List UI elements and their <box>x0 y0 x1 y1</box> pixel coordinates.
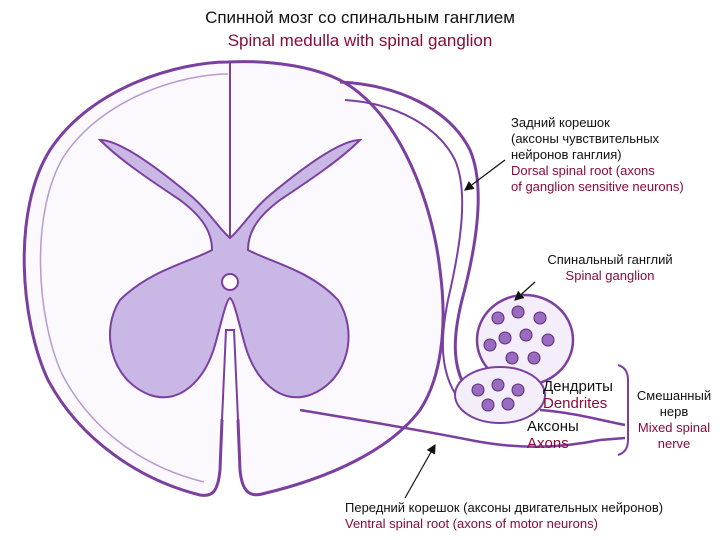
dorsal-root-label-en-1: Dorsal spinal root (axons <box>511 163 655 178</box>
mixed-nerve-label-ru-1: Смешанный <box>636 388 712 403</box>
anterior-fissure <box>221 329 239 421</box>
ganglion-lower <box>454 366 546 424</box>
mixed-nerve-label-ru-2: нерв <box>659 404 689 419</box>
title-russian: Спинной мозг со спинальным ганглием <box>205 8 515 27</box>
mixed-nerve <box>539 408 626 427</box>
ganglion-arrow <box>514 281 536 301</box>
dendrites-label-en: Dendrites <box>543 395 608 412</box>
dendrites-label: Дендриты Dendrites <box>543 378 613 412</box>
axons-label-ru: Аксоны <box>527 418 579 435</box>
dorsal-root-label-en-2: of ganglion sensitive neurons) <box>511 179 684 194</box>
dorsal-root-arrow <box>464 159 506 191</box>
ganglion-neurons <box>471 305 555 412</box>
axons-label-en: Axons <box>527 435 569 452</box>
ventral-root-label-ru: Передний корешок (аксоны двигательных не… <box>345 500 664 515</box>
dorsal-root-inner <box>344 99 464 399</box>
dorsal-root-label: Задний корешок (аксоны чувствительных не… <box>511 115 684 195</box>
mixed-nerve-label: Смешанный нерв Mixed spinal nerve <box>630 388 718 452</box>
dendrites-label-ru: Дендриты <box>543 378 613 395</box>
central-canal <box>221 273 239 291</box>
ventral-root-label-en: Ventral spinal root (axons of motor neur… <box>345 516 598 531</box>
ventral-root-arrow <box>404 443 436 499</box>
title-english: Spinal medulla with spinal ganglion <box>227 31 493 50</box>
ventral-root <box>299 408 626 448</box>
ganglion-label-en: Spinal ganglion <box>565 268 655 283</box>
mixed-nerve-label-en-2: nerve <box>657 436 691 451</box>
mixed-nerve-label-en-1: Mixed spinal <box>637 420 711 435</box>
grey-matter <box>97 138 363 399</box>
dorsal-root-label-ru-1: Задний корешок <box>511 115 610 130</box>
mixed-nerve-brace <box>617 364 629 456</box>
ganglion-label: Спинальный ганглий Spinal ganglion <box>535 252 685 284</box>
dorsal-root-label-ru-2: (аксоны чувствительных <box>511 131 660 146</box>
ganglion-label-ru: Спинальный ганглий <box>547 252 673 267</box>
ventral-root-label: Передний корешок (аксоны двигательных не… <box>345 500 663 532</box>
dorsal-root <box>339 80 491 412</box>
spinal-cord-inner-rim <box>39 73 229 483</box>
dorsal-root-label-ru-3: нейронов ганглия) <box>511 147 622 162</box>
axons-label: Аксоны Axons <box>527 418 579 452</box>
